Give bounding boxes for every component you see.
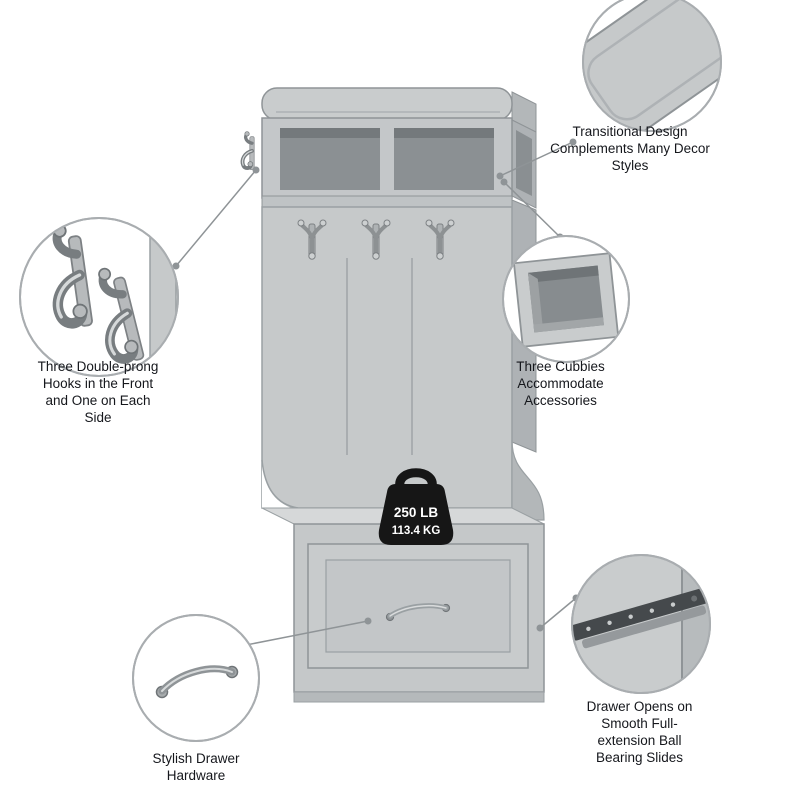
callout-circle-hardware <box>132 614 260 742</box>
connector-hooks <box>172 166 260 270</box>
weight-kilograms-text: 113.4 KG <box>392 525 441 537</box>
cubby-opening-side <box>516 130 532 196</box>
callout-label-hardware: Stylish Drawer Hardware <box>152 751 240 783</box>
callout-label-cubbies: Three Cubbies Accommodate Accessories <box>516 359 605 408</box>
connector-design <box>496 138 577 180</box>
callout-circle-cubbies <box>502 235 630 363</box>
bench <box>261 507 545 703</box>
callout-circle-slides <box>571 554 711 694</box>
callout-label-design: Transitional Design Complements Many Dec… <box>550 124 710 173</box>
hutch <box>261 117 537 209</box>
cubby-opening-right <box>394 128 494 190</box>
cubby-detail-icon <box>512 252 620 348</box>
drawer-handle-icon <box>385 603 451 622</box>
cubby-opening-left <box>280 128 380 190</box>
callout-circle-hooks <box>19 217 179 377</box>
drawer-handle-detail-icon <box>155 665 239 699</box>
base-strip <box>293 691 545 703</box>
callout-label-hooks: Three Double-prong Hooks in the Front an… <box>37 359 159 425</box>
side-hook-icon <box>240 129 257 172</box>
weight-badge-icon: 250 LB 113.4 KG <box>378 468 454 545</box>
weight-pounds-text: 250 LB <box>394 505 439 520</box>
callout-label-slides: Drawer Opens on Smooth Full-extension Ba… <box>586 699 693 765</box>
